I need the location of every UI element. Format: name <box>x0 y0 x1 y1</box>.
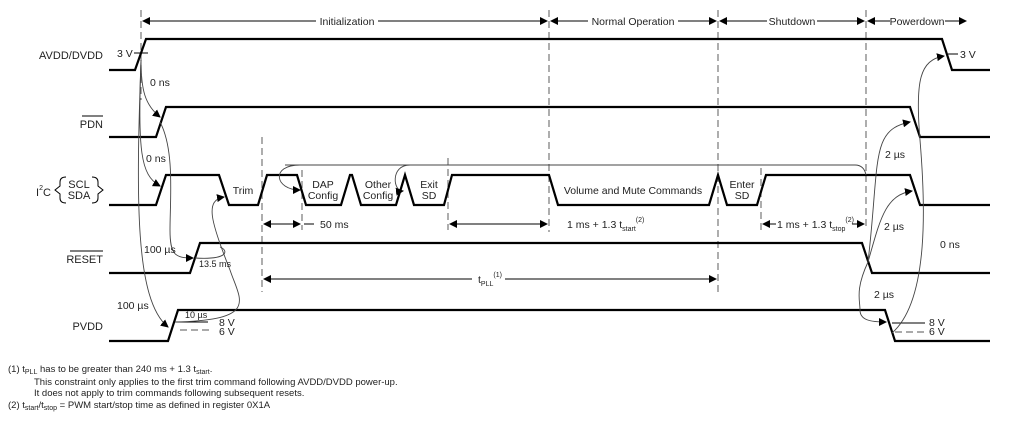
label-2us-b: 2 µs <box>884 221 904 233</box>
label-tstart: 1 ms + 1.3 tstart(2) <box>567 217 644 233</box>
cmd-exit-sd-2: SD <box>422 190 437 202</box>
phase-normal-operation: Normal Operation <box>592 16 675 28</box>
phase-arrows: Initialization Normal Operation Shutdown… <box>142 16 967 28</box>
wave-pdn <box>109 105 990 139</box>
signal-labels: AVDD/DVDD PDN I2C SCL SDA RESET PVDD <box>36 50 104 333</box>
cmd-other-config-2: Config <box>363 190 394 202</box>
label-6v-right: 6 V <box>929 326 945 338</box>
label-reset: RESET <box>66 254 103 266</box>
label-100us-b: 100 µs <box>117 300 149 312</box>
timing-annotations: 3 V 3 V 0 ns 0 ns 0 ns 100 µs 100 µs 13.… <box>117 48 976 338</box>
cmd-exit-sd: Exit <box>420 179 438 191</box>
i2c-commands: Trim DAP Config Other Config Exit SD Vol… <box>233 179 755 202</box>
label-pvdd: PVDD <box>72 321 103 333</box>
label-0ns-a: 0 ns <box>150 77 170 89</box>
label-sda: SDA <box>68 190 91 202</box>
label-3v-left: 3 V <box>117 48 133 60</box>
label-i2c: I2C <box>36 185 51 199</box>
label-6v-left: 6 V <box>219 326 235 338</box>
wave-pvdd <box>109 308 990 343</box>
label-10us: 10 µs <box>185 310 208 320</box>
footnotes: (1) tPLL has to be greater than 240 ms +… <box>8 364 398 412</box>
cmd-other-config: Other <box>365 179 392 191</box>
label-pdn: PDN <box>80 119 103 131</box>
cmd-dap-config: DAP <box>312 179 334 191</box>
footnote-2: (2) tstart/tstop = PWM start/stop time a… <box>8 400 271 412</box>
footnote-1: (1) tPLL has to be greater than 240 ms +… <box>8 364 212 376</box>
cmd-volume-mute: Volume and Mute Commands <box>564 185 702 197</box>
label-tstop: 1 ms + 1.3 tstop(2) <box>777 217 854 233</box>
label-3v-right: 3 V <box>960 49 976 61</box>
label-50ms: 50 ms <box>320 219 349 231</box>
label-8v-left: 8 V <box>219 317 235 329</box>
label-100us-a: 100 µs <box>144 244 176 256</box>
label-2us-a: 2 µs <box>885 149 905 161</box>
cmd-dap-config-2: Config <box>308 190 339 202</box>
wave-reset <box>109 241 990 275</box>
label-2us-c: 2 µs <box>874 289 894 301</box>
dependency-arrows <box>137 53 945 334</box>
cmd-trim: Trim <box>233 185 254 197</box>
cmd-enter-sd-2: SD <box>735 190 750 202</box>
phase-dividers <box>140 10 867 292</box>
label-0ns-b: 0 ns <box>146 153 166 165</box>
label-avdd: AVDD/DVDD <box>39 50 103 62</box>
label-0ns-c: 0 ns <box>940 239 960 251</box>
label-tpll: tPLL(1) <box>478 272 502 288</box>
footnote-1-line-3: It does not apply to trim commands follo… <box>34 388 304 399</box>
label-scl: SCL <box>68 179 89 191</box>
label-13-5ms: 13.5 ms <box>199 259 232 269</box>
label-8v-right: 8 V <box>929 317 945 329</box>
phase-initialization: Initialization <box>320 16 375 28</box>
phase-powerdown: Powerdown <box>890 16 945 28</box>
phase-shutdown: Shutdown <box>769 16 816 28</box>
wave-avdd <box>109 37 990 72</box>
cmd-enter-sd: Enter <box>729 179 755 191</box>
footnote-1-line-2: This constraint only applies to the firs… <box>34 377 398 388</box>
